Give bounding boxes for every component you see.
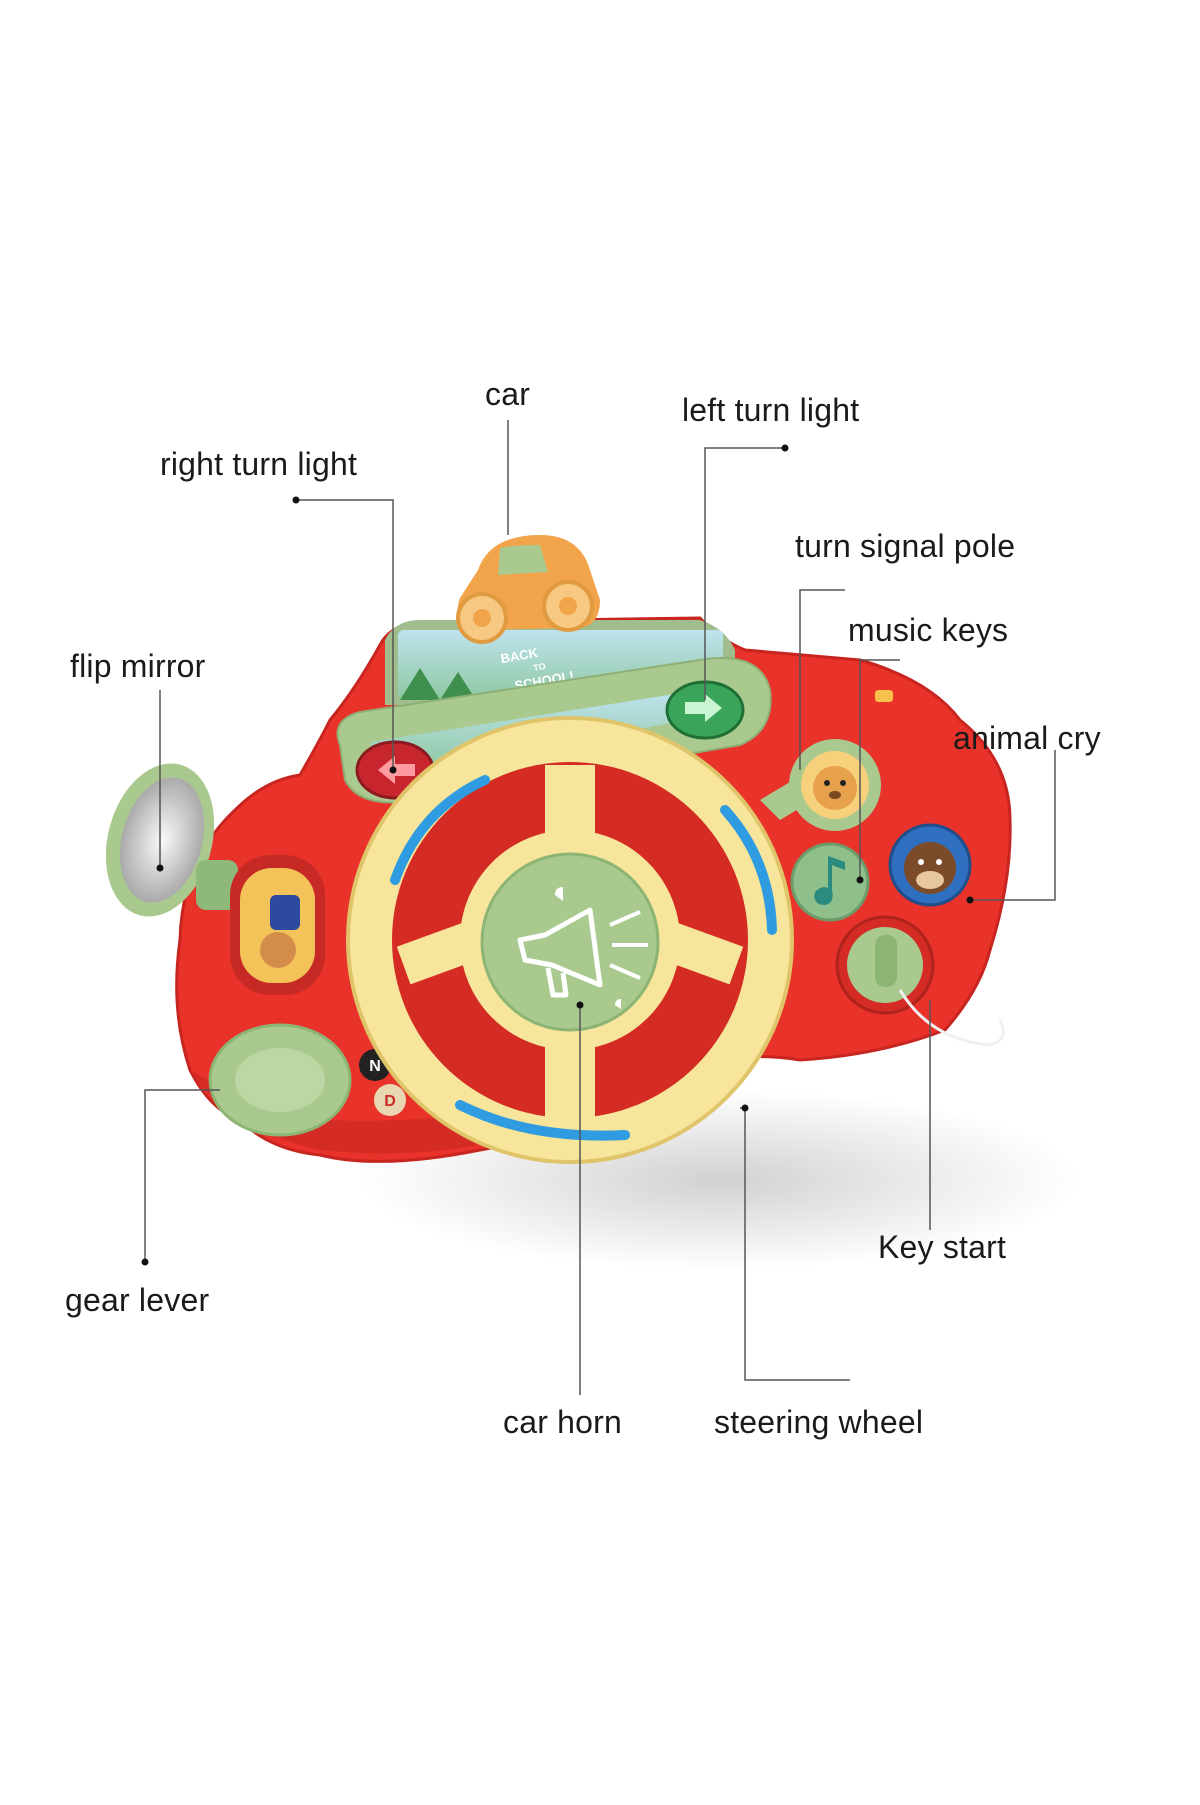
cat-sticker	[230, 855, 325, 995]
label-music-keys: music keys	[848, 612, 1009, 648]
gear-lever: N D	[208, 1023, 406, 1137]
screen-text-1: BACK	[499, 645, 539, 666]
label-steering-wheel: steering wheel	[714, 1404, 924, 1440]
leader-lines	[141, 420, 1056, 1395]
label-left-turn-light: left turn light	[682, 392, 860, 428]
megaphone-icon	[517, 907, 603, 998]
label-flip-mirror: flip mirror	[70, 648, 206, 684]
animal-cry-button	[888, 823, 972, 907]
label-gear-lever: gear lever	[65, 1282, 210, 1318]
car-horn-button	[480, 852, 660, 1032]
label-turn-signal-pole: turn signal pole	[795, 528, 1016, 564]
label-car-horn: car horn	[503, 1404, 622, 1440]
gear-n-text: N	[369, 1058, 381, 1075]
label-car: car	[485, 376, 531, 412]
label-animal-cry: animal cry	[953, 720, 1101, 756]
screen-text-2: TO	[533, 661, 547, 673]
music-key-button	[790, 842, 870, 922]
label-right-turn-light: right turn light	[160, 446, 358, 482]
gear-d-text: D	[384, 1093, 396, 1110]
car-toy	[456, 535, 600, 644]
lion-button	[789, 739, 881, 831]
key-start	[835, 915, 1005, 1047]
label-key-start: Key start	[878, 1229, 1007, 1265]
right-arrow-icon	[685, 694, 722, 722]
